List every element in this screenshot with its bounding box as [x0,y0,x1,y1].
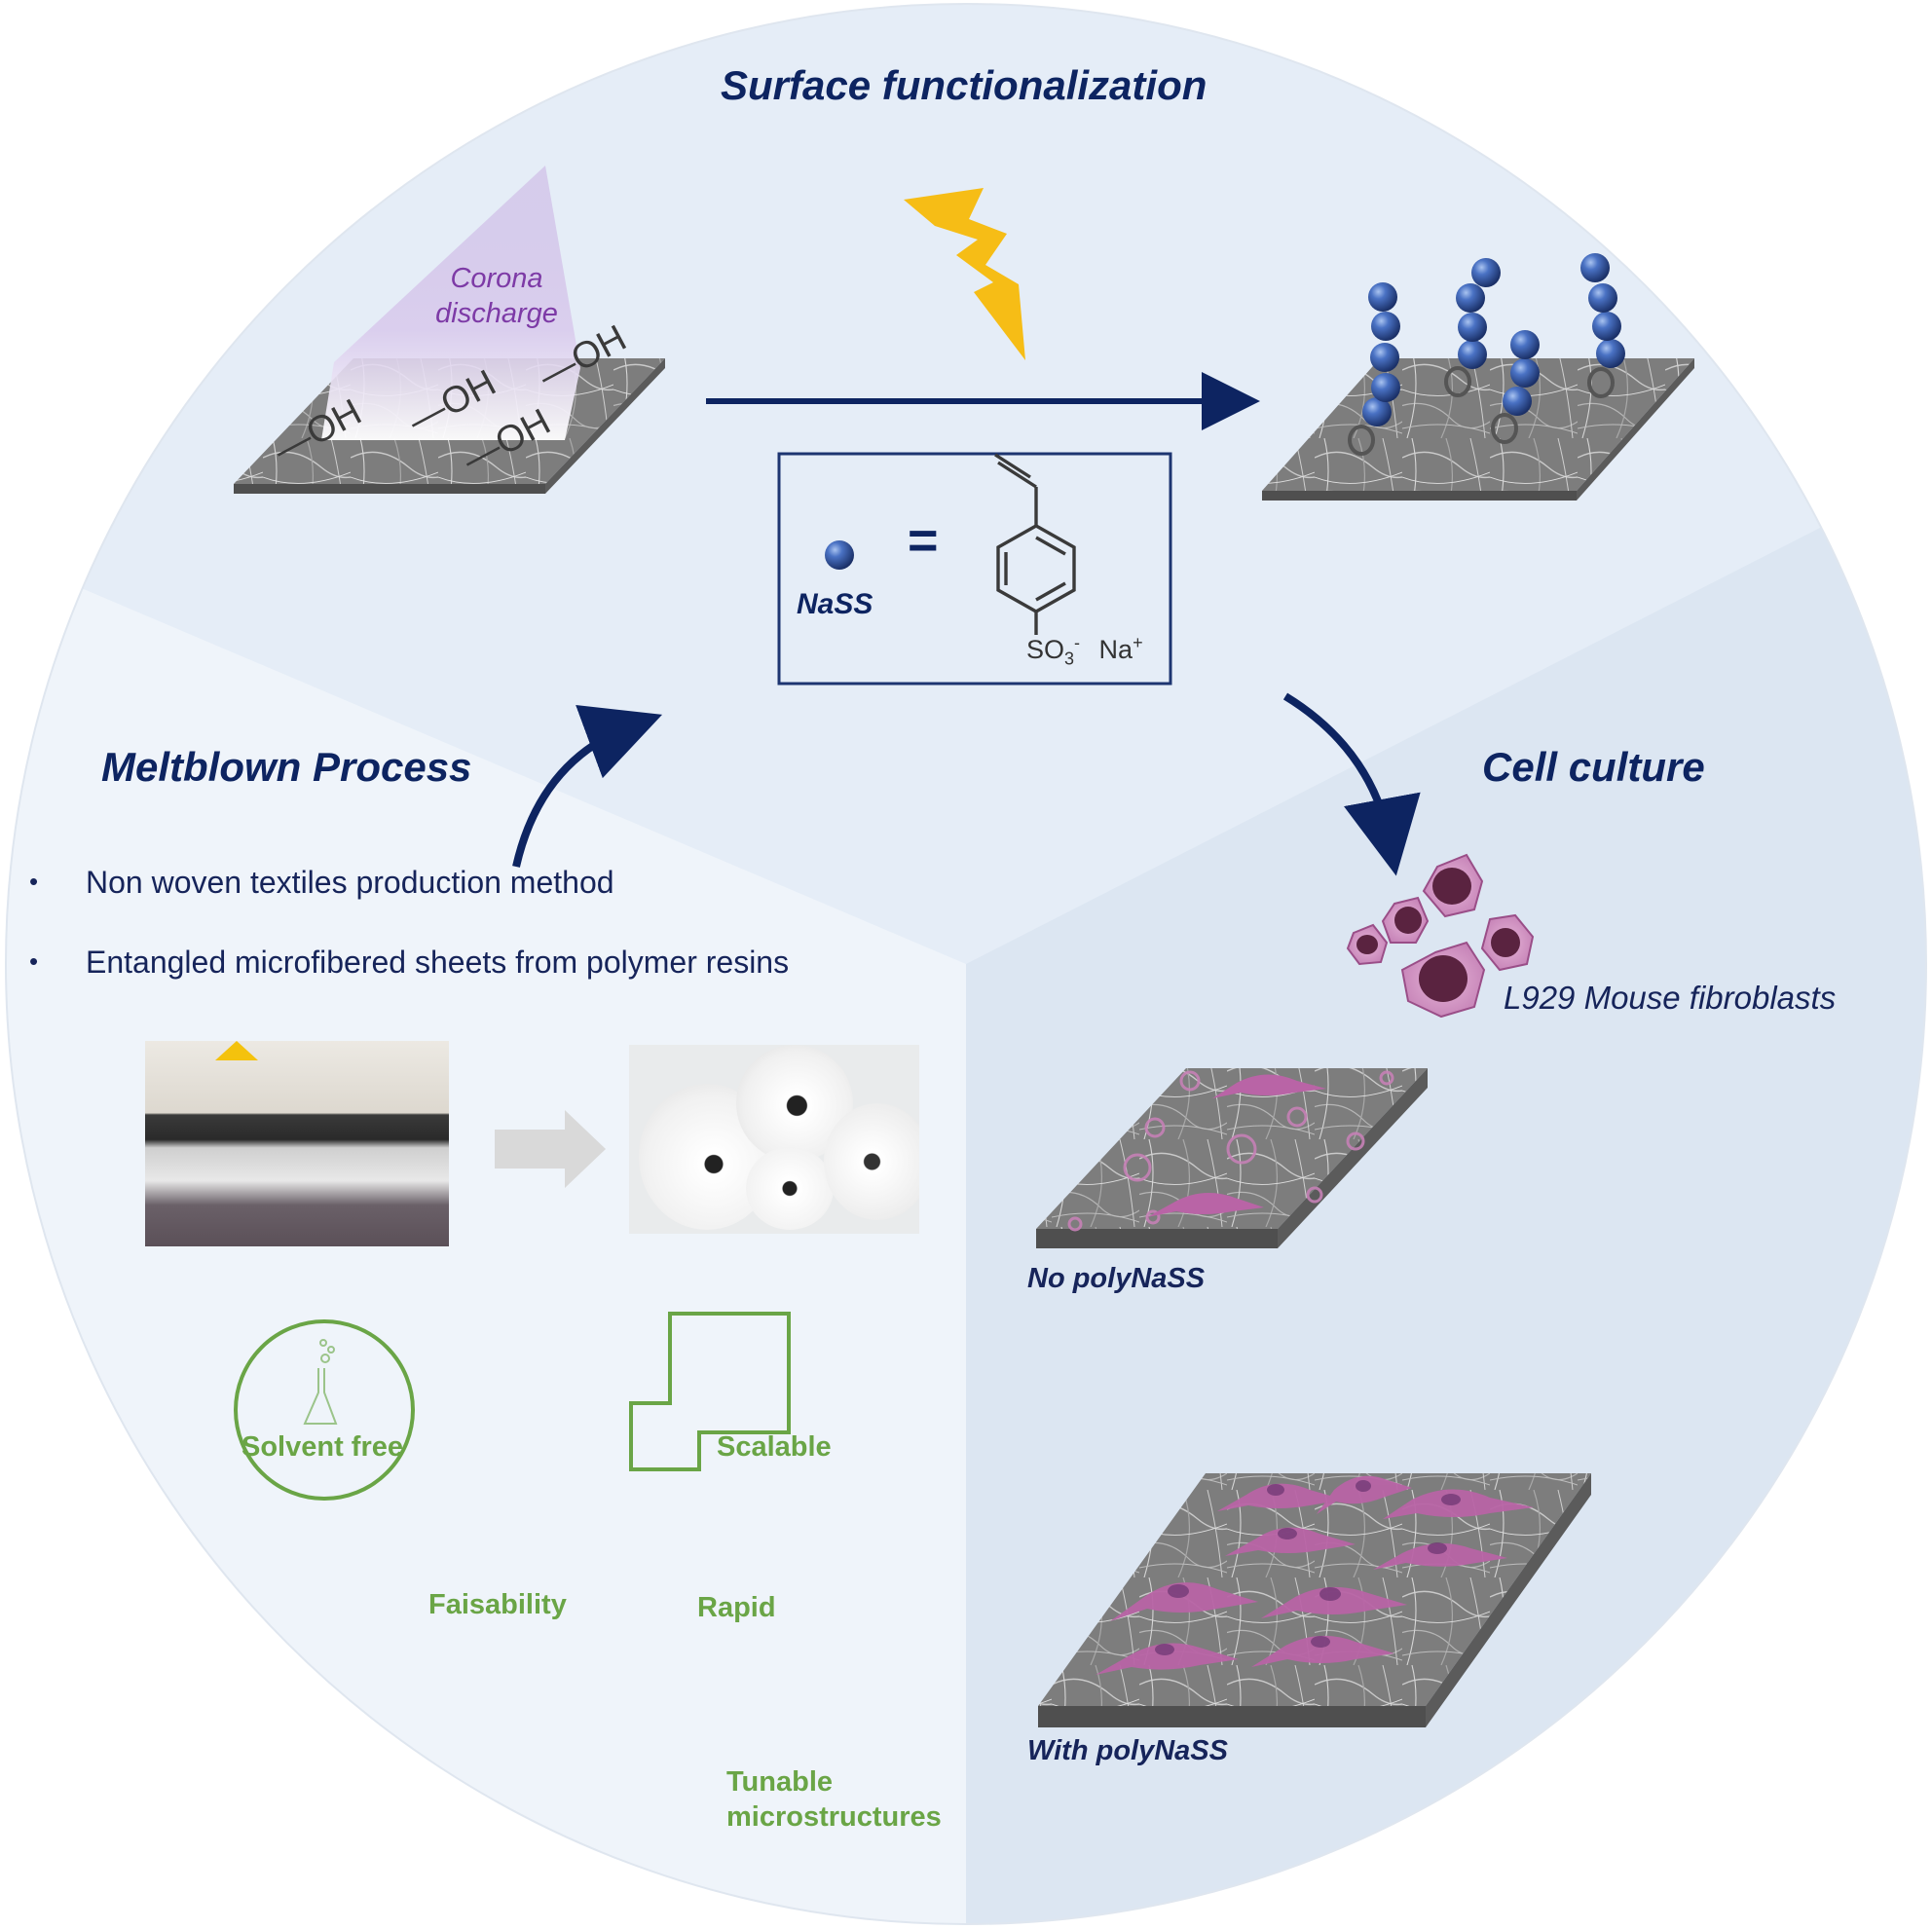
so3-text: SO [1026,635,1065,664]
no-polynass-label: No polyNaSS [1027,1263,1206,1294]
surface-to-cell-arrow [1282,692,1421,876]
tunable-microstructures-label: Tunable microstructures [726,1764,942,1835]
nass-bead [1596,339,1625,368]
so3-charge: - [1074,633,1081,652]
equals-sign: = [908,511,939,570]
nass-bead [1510,358,1540,388]
cell-culture-title: Cell culture [1482,744,1705,790]
corona-label-line2: discharge [435,298,558,329]
flask-icon [303,1339,338,1425]
nass-bead [1371,312,1400,341]
sample-no-polynass [1036,1068,1428,1248]
anchor-oxygen [1444,366,1471,397]
lightning-icon [904,188,1025,360]
meltblown-machine-photo [145,1041,449,1246]
corona-discharge-label: Corona discharge [425,261,569,331]
anchor-oxygen [1348,425,1375,456]
nass-bead [1510,330,1540,359]
anchor-oxygen [1491,413,1518,444]
with-polynass-label: With polyNaSS [1027,1735,1228,1766]
tunable-line1: Tunable [726,1766,834,1798]
nass-bead [1370,343,1399,372]
nass-bead [1580,253,1610,282]
solvent-free-badge [234,1319,415,1501]
corona-label-line1: Corona [450,263,543,294]
faisability-label: Faisability [428,1589,567,1620]
nass-bead [1458,340,1487,369]
nass-legend-box [777,452,1172,686]
process-arrow [495,1110,606,1188]
tunable-line2: microstructures [726,1801,942,1833]
scalable-icon [629,1312,791,1471]
corona-discharge-beam [321,166,580,440]
sulfonate-formula: SO3- Na+ [1026,633,1143,669]
nass-bead [1362,397,1392,427]
bullet-text-1: Non woven textiles production method [86,865,614,900]
styrene-sulfonate-structure [994,453,1076,635]
anchor-oxygen [1587,367,1615,398]
warning-sign-icon [215,1041,258,1060]
meltblown-process-title: Meltblown Process [101,744,472,790]
fibroblasts-label: L929 Mouse fibroblasts [1504,980,1837,1016]
bullet-dot-1: • [29,867,39,896]
solvent-free-label: Solvent free [242,1431,403,1463]
roll-3 [746,1147,834,1230]
nass-bead-icon [825,540,854,570]
bullet-dot-2: • [29,946,39,976]
sodium-text: Na [1098,635,1133,664]
nonwoven-rolls-photo [629,1045,919,1234]
nass-bead [1456,283,1485,313]
so3-subscript: 3 [1064,649,1075,669]
nass-label: NaSS [797,588,873,620]
grafted-fiber-sheet [1262,358,1694,501]
nass-bead [1368,282,1397,312]
roll-4 [824,1103,919,1220]
nass-bead [1503,387,1532,416]
nass-bead [1371,373,1400,402]
sodium-charge: + [1133,633,1143,652]
nass-bead [1588,283,1617,313]
fibroblast-cells-cluster [1346,853,1535,1019]
surface-functionalization-title: Surface functionalization [721,62,1208,108]
nass-bead [1458,313,1487,342]
meltblown-to-surface-arrow [512,705,663,868]
bullet-text-2: Entangled microfibered sheets from polym… [86,945,790,980]
scalable-label: Scalable [717,1431,832,1463]
rapid-label: Rapid [697,1592,776,1623]
grafted-polynass-chains [1348,253,1625,456]
sample-with-polynass [1038,1473,1591,1727]
nass-bead [1471,258,1501,287]
nass-bead [1592,312,1621,341]
